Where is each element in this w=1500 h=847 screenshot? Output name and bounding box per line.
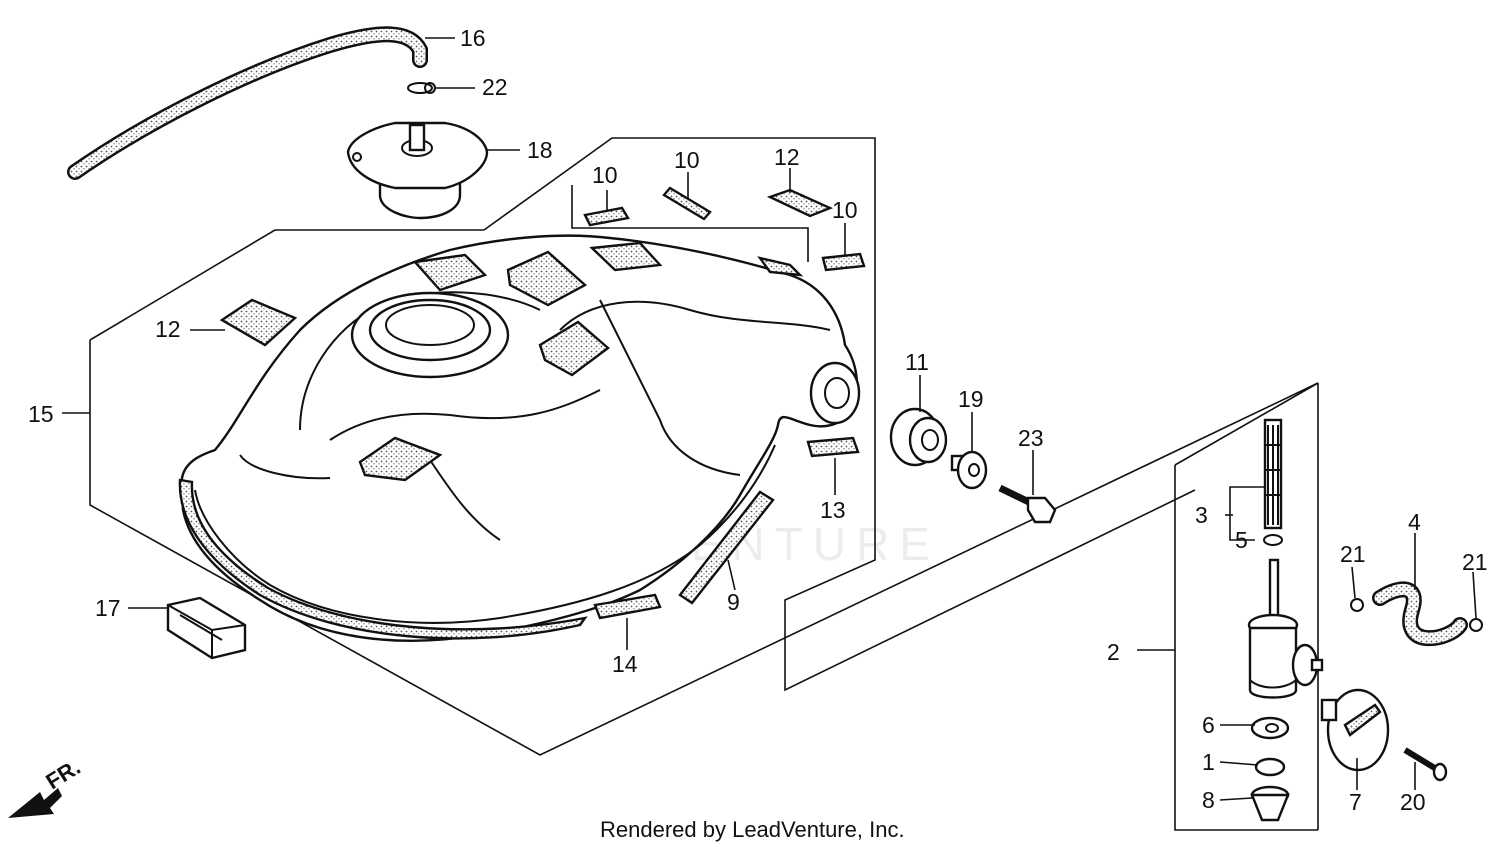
fuel-valve-body <box>1247 558 1324 699</box>
pad-14 <box>593 593 662 620</box>
pad-10-left <box>583 206 630 227</box>
lever-plate-7 <box>1320 688 1390 772</box>
callout-12-left: 12 <box>155 316 181 342</box>
callout-15: 15 <box>28 401 54 427</box>
callout-21-left: 21 <box>1340 541 1366 567</box>
strainer-3 <box>1263 418 1283 530</box>
front-direction-label: FR. <box>41 754 84 794</box>
grommet-11 <box>889 407 948 467</box>
callout-3: 3 <box>1195 502 1208 528</box>
callout-2: 2 <box>1107 639 1120 665</box>
front-direction-arrow: FR. <box>8 754 85 818</box>
callout-7: 7 <box>1349 789 1362 815</box>
callout-18: 18 <box>527 137 553 163</box>
pad-12-top <box>766 188 834 218</box>
tank-assembly-outline <box>89 137 1319 756</box>
footer-credit: Rendered by LeadVenture, Inc. <box>600 817 905 842</box>
callout-13: 13 <box>820 497 846 523</box>
callout-20: 20 <box>1400 789 1426 815</box>
bolt-23 <box>998 484 1057 524</box>
screw-20 <box>1403 747 1448 782</box>
callout-10-middle: 10 <box>674 147 700 173</box>
callout-1: 1 <box>1202 749 1215 775</box>
hose-clip-21-left <box>1350 598 1364 612</box>
callout-4: 4 <box>1408 509 1421 535</box>
callout-10-right: 10 <box>832 197 858 223</box>
callout-labels: 16 22 18 10 10 12 10 12 15 11 19 23 13 9… <box>28 25 1488 815</box>
callout-6: 6 <box>1202 712 1215 738</box>
fuel-tank <box>180 234 861 642</box>
callout-17: 17 <box>95 595 121 621</box>
pad-13 <box>806 436 860 458</box>
pad-10-right <box>821 252 866 272</box>
callout-22: 22 <box>482 74 508 100</box>
callout-8: 8 <box>1202 787 1215 813</box>
tank-edge-strip <box>178 478 588 640</box>
gasket-6 <box>1250 716 1290 740</box>
callout-23: 23 <box>1018 425 1044 451</box>
callout-14: 14 <box>612 651 638 677</box>
fuel-valve-assembly-outline <box>1174 382 1319 831</box>
callout-11: 11 <box>905 349 929 375</box>
rubber-block-17 <box>166 596 247 660</box>
hose-clip-21-right <box>1469 618 1483 632</box>
callout-10-left: 10 <box>592 162 618 188</box>
o-ring-5 <box>1263 534 1283 546</box>
collar-19 <box>950 450 988 490</box>
tank-pads <box>358 241 804 482</box>
strip-9 <box>678 490 775 605</box>
callout-16: 16 <box>460 25 486 51</box>
o-ring-1 <box>1254 757 1286 777</box>
callout-19: 19 <box>958 386 984 412</box>
sediment-cup-8 <box>1250 785 1290 822</box>
pad-10-middle <box>662 186 712 221</box>
fuel-cap <box>346 121 489 220</box>
pad-12-left <box>219 298 298 347</box>
callout-9: 9 <box>727 589 740 615</box>
callout-21-right: 21 <box>1462 549 1488 575</box>
leader-lines <box>62 37 1477 801</box>
callout-5: 5 <box>1235 527 1248 553</box>
callout-12-top: 12 <box>774 144 800 170</box>
hose-clip <box>407 82 436 94</box>
